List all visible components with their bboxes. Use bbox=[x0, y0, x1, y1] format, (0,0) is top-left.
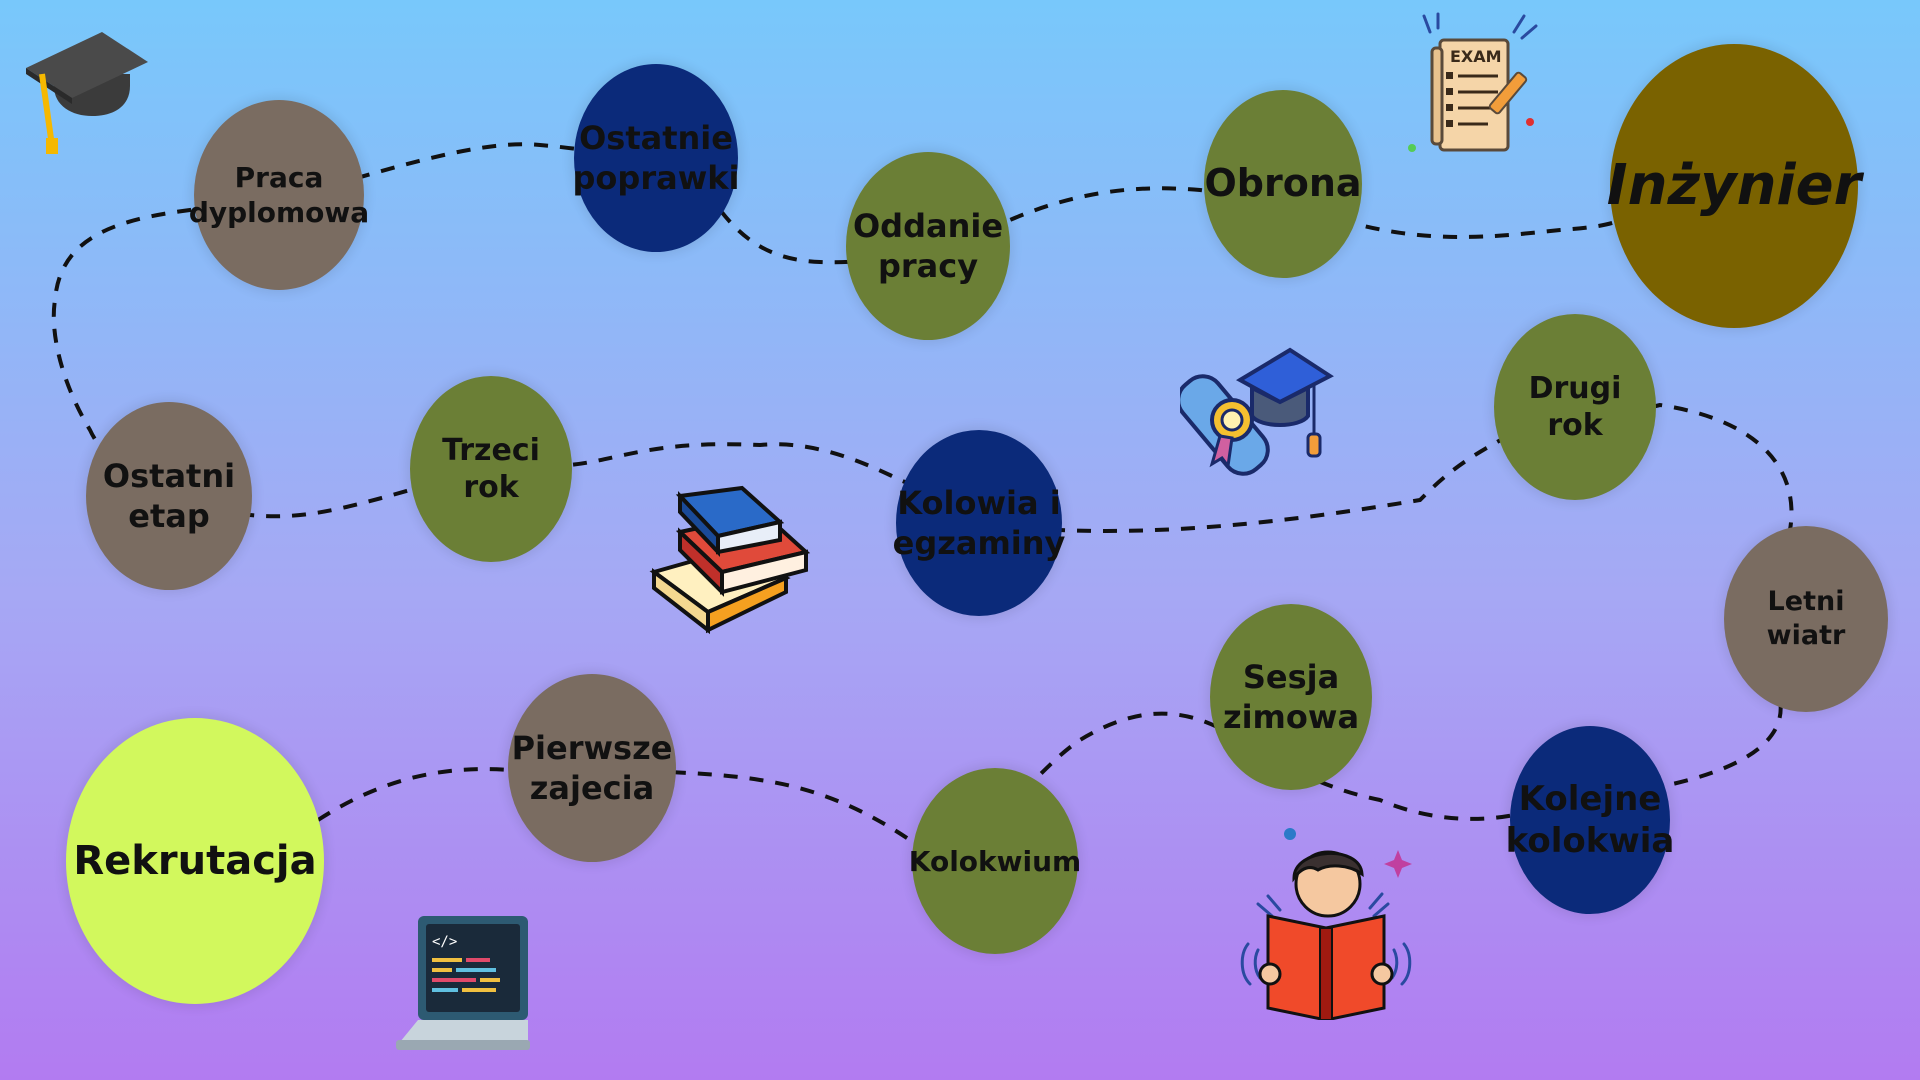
node-ostatnie-poprawki: Ostatnie poprawki bbox=[572, 64, 740, 252]
node-label: Letni wiatr bbox=[1766, 586, 1846, 651]
svg-text:</>: </> bbox=[432, 934, 457, 950]
node-label: Praca dyplomowa bbox=[188, 161, 370, 229]
node-label: Inżynier bbox=[1606, 153, 1862, 218]
node-oddanie-pracy: Oddanie pracy bbox=[846, 152, 1010, 340]
node-praca-dyplomowa: Praca dyplomowa bbox=[189, 100, 369, 290]
node-label: Kolejne kolokwia bbox=[1505, 778, 1675, 862]
node-kolowia-egzaminy: Kolowia i egzaminy bbox=[893, 430, 1065, 616]
node-pierwsze-zajecia: Pierwsze zajecia bbox=[508, 674, 676, 862]
node-letni-wiatr: Letni wiatr bbox=[1724, 526, 1888, 712]
student-reading-icon bbox=[1240, 828, 1412, 1020]
node-rekrutacja: Rekrutacja bbox=[66, 718, 324, 1004]
node-label: Rekrutacja bbox=[73, 838, 317, 884]
node-label: Ostatni etap bbox=[102, 457, 236, 535]
path-line bbox=[51, 142, 1794, 855]
node-sesja-zimowa: Sesja zimowa bbox=[1210, 604, 1372, 790]
exam-title: EXAM bbox=[1450, 47, 1502, 66]
node-drugi-rok: Drugi rok bbox=[1494, 314, 1656, 500]
graduation-cap-icon bbox=[26, 32, 148, 154]
exam-sheet-icon: EXAM bbox=[1408, 12, 1538, 152]
diploma-cap-icon bbox=[1180, 347, 1334, 476]
node-label: Oddanie pracy bbox=[852, 207, 1004, 285]
node-label: Kolokwium bbox=[908, 844, 1082, 878]
laptop-code-icon: </> bbox=[396, 916, 530, 1050]
books-stack-icon bbox=[649, 485, 811, 635]
node-label: Ostatnie poprawki bbox=[572, 119, 740, 197]
node-label: Trzeci rok bbox=[442, 432, 540, 506]
node-inzynier: Inżynier bbox=[1606, 44, 1862, 328]
node-obrona: Obrona bbox=[1204, 90, 1362, 278]
node-label: Obrona bbox=[1204, 161, 1362, 206]
node-kolokwium: Kolokwium bbox=[908, 768, 1082, 954]
node-label: Sesja zimowa bbox=[1222, 658, 1360, 736]
node-kolejne-kolokwia: Kolejne kolokwia bbox=[1506, 726, 1674, 914]
node-label: Pierwsze zajecia bbox=[511, 729, 673, 807]
node-label: Kolowia i egzaminy bbox=[892, 484, 1066, 562]
node-label: Drugi rok bbox=[1528, 370, 1622, 444]
node-ostatni-etap: Ostatni etap bbox=[86, 402, 252, 590]
node-trzeci-rok: Trzeci rok bbox=[410, 376, 572, 562]
